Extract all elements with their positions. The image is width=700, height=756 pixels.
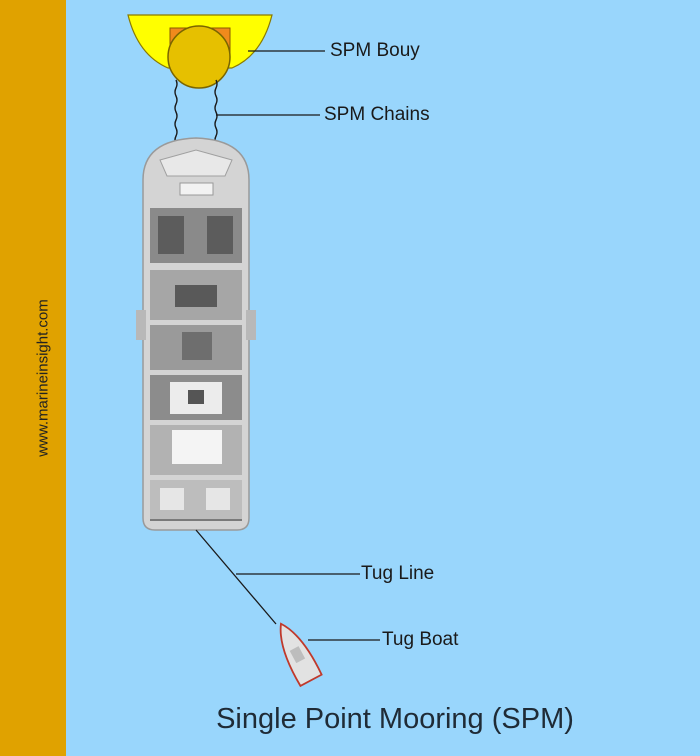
- sidebar-strip: [0, 0, 66, 756]
- ship: [136, 137, 256, 531]
- label-spm-buoy: SPM Bouy: [330, 40, 420, 61]
- label-tug-boat: Tug Boat: [382, 629, 459, 650]
- diagram-title: Single Point Mooring (SPM): [216, 703, 574, 735]
- spm-buoy: [127, 14, 273, 89]
- label-tug-line: Tug Line: [361, 563, 435, 584]
- tug-line: [195, 529, 277, 625]
- spm-chains: [174, 79, 218, 145]
- tug-boat: [279, 622, 323, 688]
- label-spm-chains: SPM Chains: [324, 104, 430, 125]
